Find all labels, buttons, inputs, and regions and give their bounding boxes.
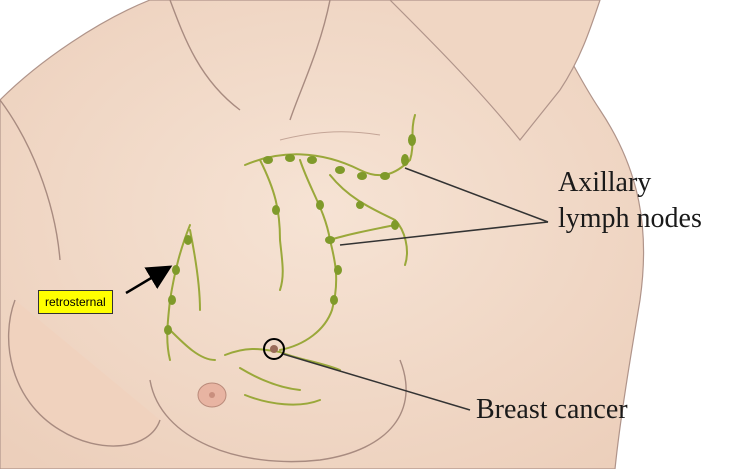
lymph-node: [380, 172, 390, 180]
lymph-node: [357, 172, 367, 180]
lymph-node: [272, 205, 280, 215]
lymph-node: [335, 166, 345, 174]
lymph-node: [391, 220, 399, 230]
lymph-node: [285, 154, 295, 162]
lymph-node: [334, 265, 342, 275]
lymph-node: [356, 201, 364, 209]
retrosternal-tag: retrosternal: [38, 290, 113, 314]
lymph-node: [164, 325, 172, 335]
lymph-node: [172, 265, 180, 275]
axillary-label-line1: Axillary: [558, 167, 651, 199]
breast-cancer-label: Breast cancer: [476, 394, 628, 426]
lymph-node: [325, 236, 335, 244]
lymph-node: [263, 156, 273, 164]
lymph-node: [168, 295, 176, 305]
lymph-node: [401, 154, 409, 166]
lymph-node: [184, 235, 192, 245]
axillary-label-line2: lymph nodes: [558, 203, 702, 235]
lymph-node: [408, 134, 416, 146]
lymph-node: [330, 295, 338, 305]
lymph-node: [316, 200, 324, 210]
lymph-node: [307, 156, 317, 164]
